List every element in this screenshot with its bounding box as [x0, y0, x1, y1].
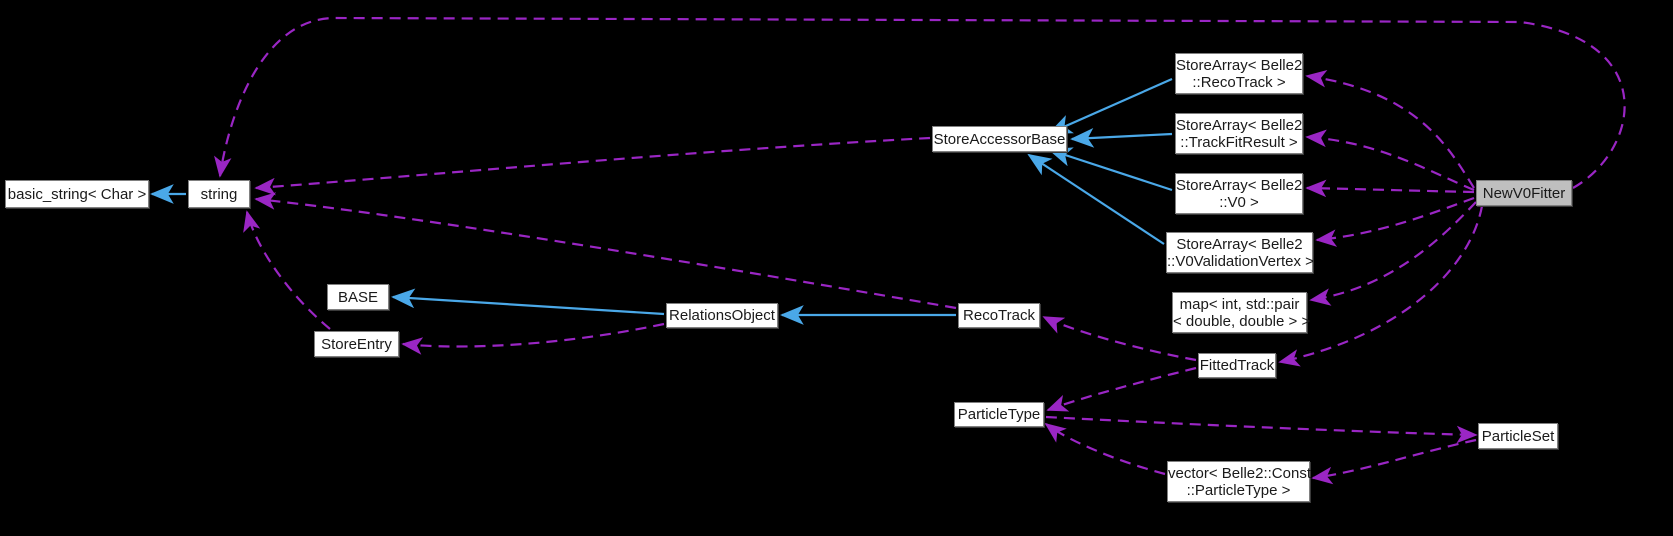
edge-storeaccessorbase-sa_recotrack	[1048, 77, 1173, 135]
node-basic-string[interactable]: basic_string< Char >	[5, 180, 149, 208]
node-vector-particletype[interactable]: vector< Belle2::Const ::ParticleType >	[1167, 461, 1311, 502]
node-label: BASE	[337, 288, 379, 306]
node-storearray-recotrack[interactable]: StoreArray< Belle2 ::RecoTrack >	[1175, 53, 1303, 94]
node-label: basic_string< Char >	[7, 185, 147, 203]
edge-map_int_pair-newv0fitter	[1309, 201, 1477, 306]
node-map-int-pair[interactable]: map< int, std::pair < double, double > >	[1172, 292, 1311, 333]
usage-edges	[214, 16, 1626, 485]
node-string[interactable]: string	[188, 180, 250, 208]
node-label: StoreArray< Belle2 ::V0 >	[1176, 176, 1303, 211]
node-base[interactable]: BASE	[327, 284, 389, 310]
node-storeentry[interactable]: StoreEntry	[314, 331, 399, 357]
node-newv0fitter[interactable]: NewV0Fitter	[1476, 180, 1572, 206]
node-particletype[interactable]: ParticleType	[954, 402, 1044, 427]
node-label: NewV0Fitter	[1482, 184, 1566, 202]
node-label: StoreArray< Belle2 ::V0ValidationVertex …	[1167, 235, 1314, 270]
edge-storeaccessorbase-sa_v0	[1048, 147, 1173, 192]
node-label: FittedTrack	[1199, 357, 1275, 374]
node-label: map< int, std::pair < double, double > >	[1173, 295, 1311, 330]
edge-recotrack-fittedtrack	[1042, 316, 1197, 362]
edge-string-recotrack	[254, 192, 957, 310]
node-label: vector< Belle2::Const ::ParticleType >	[1168, 464, 1311, 499]
edge-sa_v0-newv0fitter	[1305, 179, 1475, 198]
inheritance-edges	[150, 77, 1173, 325]
edge-storeaccessorbase-sa_v0valid	[1027, 153, 1165, 245]
edge-string-storeaccessorbase	[254, 136, 931, 196]
node-storeaccessorbase[interactable]: StoreAccessorBase	[932, 126, 1067, 152]
node-recotrack[interactable]: RecoTrack	[958, 303, 1040, 328]
edge-particletype-vec_particletype	[1044, 422, 1166, 476]
node-storearray-v0[interactable]: StoreArray< Belle2 ::V0 >	[1175, 173, 1303, 214]
node-fittedtrack[interactable]: FittedTrack	[1198, 353, 1276, 378]
node-particleset[interactable]: ParticleSet	[1478, 423, 1558, 449]
edge-particletype-particleset	[1045, 415, 1478, 444]
edge-base-relationsobject	[391, 288, 665, 316]
edge-sa_recotrack-newv0fitter	[1305, 70, 1475, 189]
edge-vec_particletype-particleset	[1311, 438, 1477, 485]
node-label: StoreEntry	[321, 335, 392, 353]
node-storearray-trackfitresult[interactable]: StoreArray< Belle2 ::TrackFitResult >	[1175, 113, 1303, 154]
node-relationsobject[interactable]: RelationsObject	[666, 303, 778, 328]
node-label: ParticleSet	[1481, 427, 1555, 445]
node-label: RecoTrack	[963, 307, 1035, 324]
edge-particletype-fittedtrack	[1046, 366, 1197, 412]
edge-string-storeentry	[243, 210, 331, 330]
node-storearray-v0validationvertex[interactable]: StoreArray< Belle2 ::V0ValidationVertex …	[1166, 232, 1314, 273]
edge-sa_v0valid-newv0fitter	[1315, 196, 1475, 247]
edge-storeentry-relationsobject	[401, 322, 665, 355]
edge-fittedtrack-newv0fitter	[1278, 205, 1484, 367]
node-label: ParticleType	[957, 406, 1041, 423]
edge-sa_trackfit-newv0fitter	[1305, 129, 1475, 192]
node-label: StoreArray< Belle2 ::TrackFitResult >	[1176, 116, 1303, 151]
edge-storeaccessorbase-sa_trackfit	[1070, 128, 1173, 148]
edge-string-newv0fitter	[214, 16, 1626, 189]
node-label: RelationsObject	[669, 307, 775, 324]
node-label: StoreArray< Belle2 ::RecoTrack >	[1176, 56, 1303, 91]
node-label: StoreAccessorBase	[933, 130, 1066, 148]
node-label: string	[200, 185, 238, 203]
